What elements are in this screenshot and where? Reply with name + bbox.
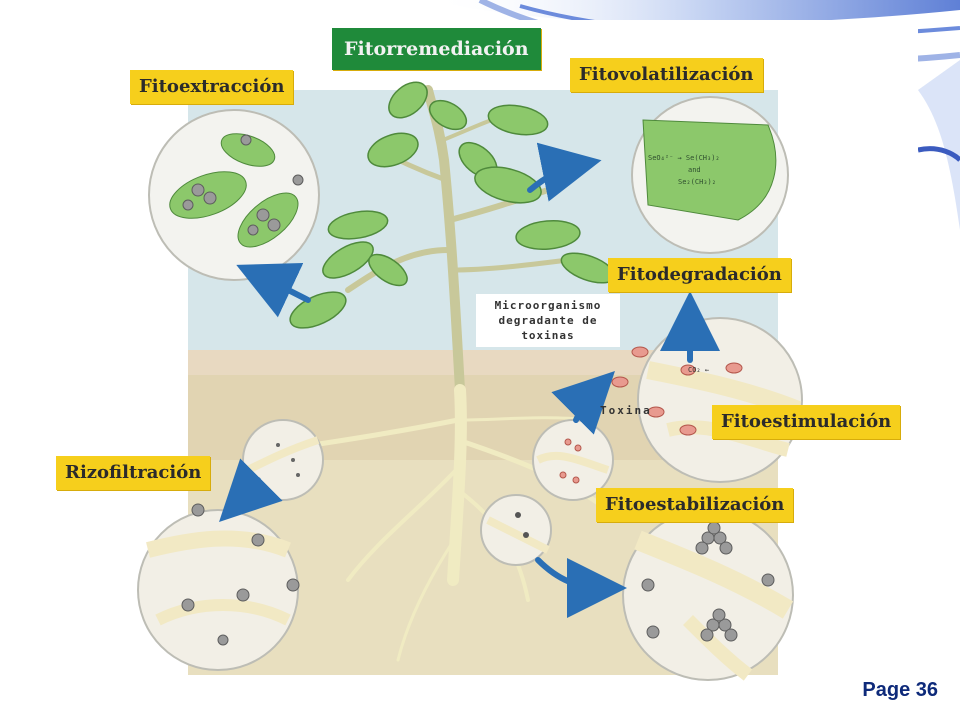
fitoextraccion-circle [148,109,320,281]
arrow-fitoextraccion [236,263,311,318]
arrow-fitoestimulacion [551,371,615,435]
toxin-label: Toxina [600,404,652,417]
arrow-rizofiltracion [219,458,283,522]
svg-text:CO₂ ←: CO₂ ← [688,366,709,374]
microorganism-note: Microorganismo degradante de toxinas [476,294,620,347]
plant-leaves [289,81,616,329]
label-fitoextraccion: Fitoextracción [130,70,294,104]
arrow-fitovolatilizacion [527,142,602,202]
label-fitoestimulacion: Fitoestimulación [712,405,901,439]
page-number: Page 36 [862,679,938,701]
label-fitodegradacion: Fitodegradación [608,258,791,292]
rizofiltracion-root-circle [242,419,324,501]
svg-text:Se₂(CH₃)₂: Se₂(CH₃)₂ [678,178,716,186]
fitodegradacion-circle: CO₂ ← [611,317,803,483]
fitoestabilizacion-root-circle [480,494,552,566]
label-rizofiltracion: Rizofiltración [56,456,211,490]
svg-text:and: and [688,166,701,174]
diagram-title: Fitorremediación [332,28,541,70]
process-arrows [219,142,720,618]
label-fitovolatilizacion: Fitovolatilización [570,58,763,92]
fitoestimulacion-root-circle [532,419,614,501]
phytoremediation-diagram: SeO₄²⁻ → Se(CH₃)₂ and Se₂(CH₃)₂ CO₂ ← [48,20,918,685]
arrow-fitoestabilizacion [535,557,627,618]
fitovolatilizacion-circle: SeO₄²⁻ → Se(CH₃)₂ and Se₂(CH₃)₂ [631,96,789,254]
label-fitoestabilizacion: Fitoestabilización [596,488,794,522]
svg-text:SeO₄²⁻ → Se(CH₃)₂: SeO₄²⁻ → Se(CH₃)₂ [648,154,720,162]
rizofiltracion-circle [137,503,300,671]
fitoestabilizacion-circle [622,509,794,681]
diagram-illustration: SeO₄²⁻ → Se(CH₃)₂ and Se₂(CH₃)₂ CO₂ ← [137,81,803,681]
